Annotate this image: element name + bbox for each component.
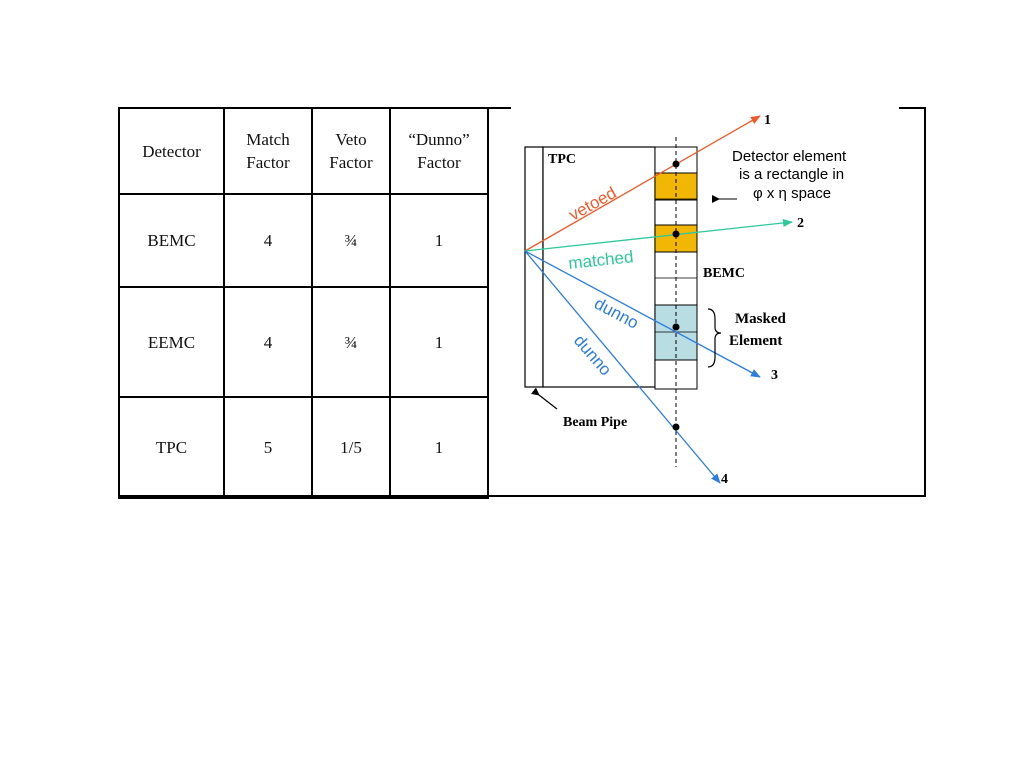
track-1-line: [524, 115, 761, 252]
cell-veto: ¾: [311, 286, 391, 398]
masked-label-line1: Masked: [735, 311, 786, 327]
hit-point: [672, 230, 680, 238]
cell-detector: TPC: [118, 396, 225, 499]
cell-detector: BEMC: [118, 193, 225, 288]
beam-pipe-label: Beam Pipe: [563, 415, 627, 430]
cell-veto: ¾: [311, 193, 391, 288]
detector-diagram: TPC BEMC 1 2 3 4 vetoed matched dunno du…: [511, 107, 899, 487]
masked-brace: [707, 308, 722, 368]
masked-label-line2: Element: [729, 333, 782, 349]
header-dunno-factor: “Dunno”Factor: [389, 107, 489, 195]
track-4-number: 4: [721, 472, 728, 487]
track-3-line: [524, 250, 761, 378]
cell-dunno: 1: [389, 396, 489, 499]
track-2-number: 2: [797, 216, 804, 231]
cell-detector: EEMC: [118, 286, 225, 398]
svg-text:is a rectangle in: is a rectangle in: [739, 166, 844, 183]
track-3-number: 3: [771, 368, 778, 383]
cell-dunno: 1: [389, 193, 489, 288]
beam-pipe-shape: [524, 146, 544, 388]
cell-match: 4: [223, 193, 313, 288]
svg-text:φ x η space: φ x η space: [753, 185, 831, 202]
header-detector: Detector: [118, 107, 225, 195]
cell-veto: 1/5: [311, 396, 391, 499]
hit-point: [672, 423, 680, 431]
bemc-column: [654, 137, 698, 467]
track-1-number: 1: [764, 113, 771, 128]
track-2-line: [524, 218, 793, 252]
svg-text:Detector element: Detector element: [732, 148, 847, 165]
bemc-label: BEMC: [703, 266, 745, 281]
table-row: BEMC 4 ¾ 1: [118, 193, 489, 288]
tpc-label: TPC: [548, 152, 576, 167]
cell-dunno: 1: [389, 286, 489, 398]
element-note: Detector element is a rectangle in φ x η…: [732, 148, 847, 202]
table-row: EEMC 4 ¾ 1: [118, 286, 489, 398]
cell-match: 4: [223, 286, 313, 398]
table-row: TPC 5 1/5 1: [118, 396, 489, 499]
track-4-line: [524, 250, 721, 484]
hit-point: [672, 323, 680, 331]
beam-pipe-arrow: [531, 387, 558, 410]
hit-point: [672, 160, 680, 168]
cell-match: 5: [223, 396, 313, 499]
